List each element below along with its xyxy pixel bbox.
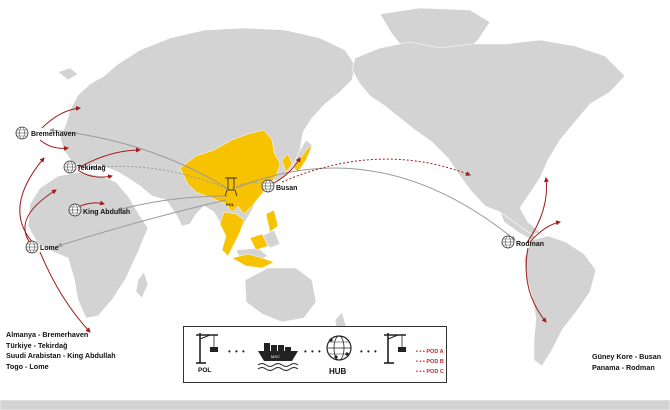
- route-lome-south: [39, 251, 91, 333]
- iceland: [57, 67, 79, 81]
- route-busan-northamerica: [281, 158, 471, 183]
- route-bremerhaven-europe: [39, 139, 69, 151]
- legend-left: Almanya - Bremerhaven Türkiye - Tekirdağ…: [6, 330, 116, 372]
- hub-globe-icon: [326, 335, 352, 361]
- flow-dots-2: • • •: [304, 347, 322, 356]
- globe-network-icon: [63, 160, 77, 174]
- container-ship-icon: MSC: [257, 343, 299, 371]
- pol-label: POL: [226, 202, 235, 207]
- hub-tekirdag: Tekirdağ: [63, 160, 106, 174]
- route-pol-lome: [57, 199, 227, 248]
- hub-label-tekirdag: Tekirdağ: [77, 165, 106, 172]
- pol-crane-icon: [196, 333, 218, 364]
- philippines-region: [265, 209, 279, 233]
- korea-region: [281, 153, 293, 173]
- hub-label-rodman: Rodman: [516, 241, 544, 248]
- australia: [244, 267, 317, 323]
- hub-label-lome: Lome: [40, 245, 59, 252]
- south-america: [523, 235, 597, 367]
- hub-label-bremerhaven: Bremerhaven: [31, 131, 76, 138]
- route-lome-west: [19, 157, 45, 247]
- hub-lome: Lome: [25, 240, 59, 254]
- pod-b: • • • POD B: [416, 359, 444, 365]
- flow-diagram-box: POL • • • MSC • • • HUB • • • • • • POD …: [183, 326, 447, 383]
- pod-a: • • • POD A: [416, 349, 444, 355]
- legend-item: Suudi Arabistan - King Abdullah: [6, 351, 116, 360]
- globe-network-icon: [15, 126, 29, 140]
- route-tekirdag-ports: [77, 147, 141, 169]
- pol-crane-icon: [224, 177, 238, 197]
- legend-item: Togo - Lome: [6, 361, 49, 371]
- globe-network-icon: [25, 240, 39, 254]
- route-pol-busan: [231, 181, 269, 189]
- flow-dots-1: • • •: [228, 347, 246, 356]
- route-rodman-south: [525, 247, 547, 323]
- madagascar: [135, 271, 149, 299]
- hub-label-kingabdullah: King Abdullah: [83, 209, 130, 216]
- legend-item: Güney Kore - Busan: [592, 352, 662, 361]
- legend-item: Almanya - Bremerhaven: [6, 330, 89, 339]
- pod-crane-icon: [384, 333, 406, 364]
- route-pol-kingabdullah: [117, 195, 229, 212]
- route-busan-japan: [271, 157, 301, 185]
- antarctica: [0, 399, 670, 410]
- route-rodman-caribbean: [529, 220, 561, 243]
- legend-item: Panama - Rodman: [592, 362, 655, 372]
- origin-region: [179, 129, 313, 269]
- hub-kingabdullah: King Abdullah: [68, 203, 130, 217]
- route-pol-rodman: [235, 167, 516, 241]
- route-rodman-north: [525, 177, 549, 245]
- se-asia-region: [219, 211, 245, 257]
- hub-label-busan: Busan: [276, 185, 297, 192]
- shipping-routes: [19, 105, 561, 333]
- flow-pol-label: POL: [198, 367, 212, 374]
- route-pol-tekirdag: [89, 165, 231, 191]
- pod-c: • • • POD C: [416, 369, 444, 375]
- route-pol-bremerhaven: [49, 127, 231, 191]
- legend-right: Güney Kore - Busan Panama - Rodman: [592, 352, 661, 373]
- flow-dots-3: • • •: [360, 347, 378, 356]
- hub-bremerhaven: Bremerhaven: [15, 126, 76, 140]
- indonesia-region: [231, 253, 275, 269]
- hub-busan: Busan: [261, 179, 297, 193]
- globe-network-icon: [261, 179, 275, 193]
- legend-item: Türkiye - Tekirdağ: [6, 340, 68, 350]
- north-america: [351, 39, 626, 237]
- globe-network-icon: [501, 235, 515, 249]
- china-region: [179, 129, 281, 215]
- flow-hub-label: HUB: [329, 367, 347, 376]
- route-tekirdag-med: [77, 169, 113, 180]
- eurasia: [59, 27, 356, 239]
- globe-network-icon: [68, 203, 82, 217]
- route-bremerhaven-north: [41, 105, 81, 129]
- hub-rodman: Rodman: [501, 235, 544, 249]
- ship-label: MSC: [271, 354, 280, 359]
- borneo-region: [249, 233, 269, 251]
- japan-region: [293, 145, 313, 173]
